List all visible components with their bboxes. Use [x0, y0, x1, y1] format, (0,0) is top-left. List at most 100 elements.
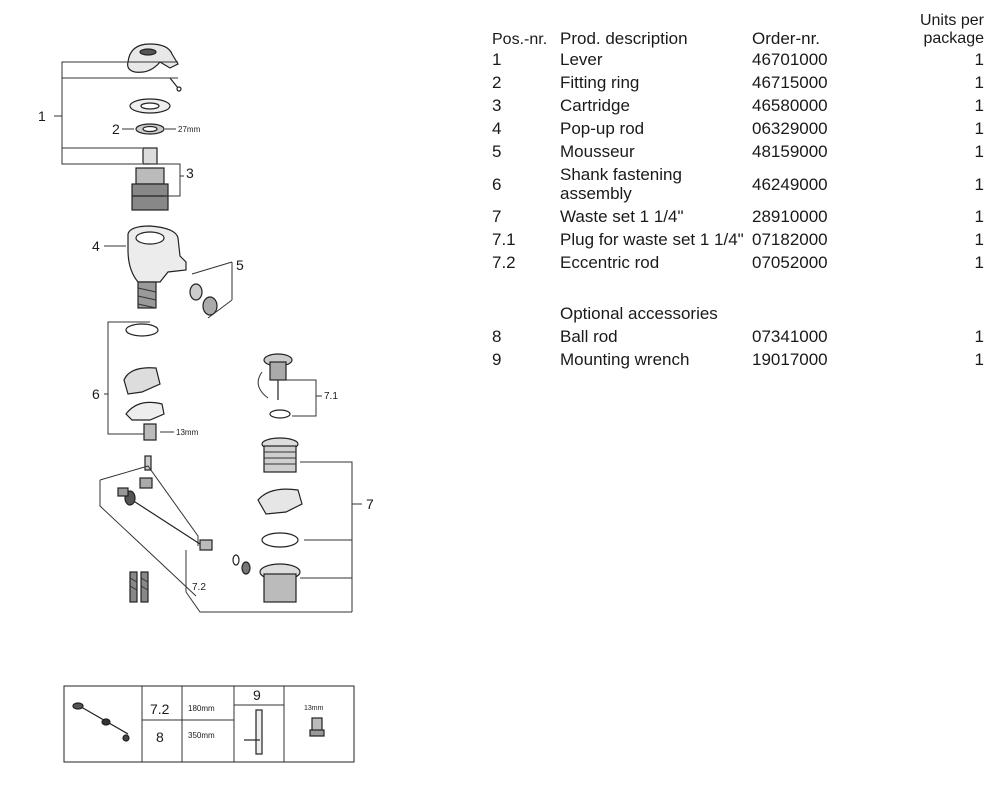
- exploded-view-diagram: 1 2 27mm 3 4 5: [38, 43, 374, 763]
- accessory-rod-len-b: 350mm: [188, 731, 215, 740]
- cell-units: 1: [974, 350, 984, 369]
- header-order: Order-nr.: [752, 29, 821, 48]
- connection-hoses-part: [129, 571, 149, 603]
- parts-list-table: Pos.-nr. Prod. description Order-nr. Uni…: [492, 12, 984, 371]
- accessory-rod-pos-b: 8: [156, 729, 164, 745]
- cell-pos: 7: [492, 207, 502, 226]
- cell-pos: 7.2: [492, 253, 516, 272]
- cell-order: 19017000: [752, 350, 828, 369]
- cell-description: Lever: [560, 50, 603, 69]
- callout-1: 1: [38, 108, 46, 124]
- waste-set-part: [257, 437, 303, 603]
- table-row: 8 Ball rod 07341000 1: [492, 325, 984, 348]
- cell-order: 46715000: [752, 73, 828, 92]
- cell-description: Plug for waste set 1 1/4": [560, 230, 744, 249]
- callout-6: 6: [92, 386, 100, 402]
- cell-order: 07182000: [752, 230, 828, 249]
- cell-description: Shank fastening assembly: [560, 165, 682, 203]
- optional-accessories-row: Optional accessories: [492, 302, 984, 325]
- accessory-rod-len-a: 180mm: [188, 704, 215, 713]
- callout-7: 7: [366, 496, 374, 512]
- cell-pos: 9: [492, 350, 502, 369]
- table-row: 9 Mounting wrench 19017000 1: [492, 348, 984, 371]
- cell-units: 1: [974, 253, 984, 272]
- cell-order: 07052000: [752, 253, 828, 272]
- plug-part: [257, 353, 293, 419]
- cell-units: 1: [974, 142, 984, 161]
- cell-units: 1: [974, 50, 984, 69]
- cartridge-part: [131, 147, 169, 211]
- wrench-icon: [244, 709, 263, 755]
- cell-units: 1: [974, 174, 984, 194]
- cover-cap-part: [129, 98, 171, 114]
- table-spacer-row: [492, 274, 984, 302]
- cell-pos: 7.1: [492, 230, 516, 249]
- cell-description: Waste set 1 1/4": [560, 207, 684, 226]
- cell-pos: 2: [492, 73, 502, 92]
- cell-units: 1: [974, 327, 984, 346]
- cell-pos: 5: [492, 142, 502, 161]
- cell-pos: 6: [492, 174, 502, 194]
- cell-units: 1: [974, 73, 984, 92]
- threaded-shank-part: [137, 281, 157, 309]
- cell-units: 1: [974, 207, 984, 226]
- cell-description: Pop-up rod: [560, 119, 645, 138]
- cell-units: 1: [974, 119, 984, 138]
- cell-order: 46701000: [752, 50, 828, 69]
- mixer-body-part: [127, 225, 187, 283]
- cell-units: 1: [974, 96, 984, 115]
- table-row: 5 Mousseur 48159000 1: [492, 140, 984, 163]
- cell-description: Fitting ring: [560, 73, 640, 92]
- lever-part: [127, 43, 182, 92]
- table-row: 1 Lever 46701000 1: [492, 48, 984, 71]
- accessory-nut-dimension: 13mm: [304, 705, 324, 712]
- cell-description: Mounting wrench: [560, 350, 690, 369]
- table-row: 7 Waste set 1 1/4" 28910000 1: [492, 205, 984, 228]
- table-row: 6 Shank fastening assembly 46249000 1: [492, 163, 984, 205]
- table-row: 3 Cartridge 46580000 1: [492, 94, 984, 117]
- cell-order: 06329000: [752, 119, 828, 138]
- cell-description: Ball rod: [560, 327, 618, 346]
- header-pos: Pos.-nr.: [492, 31, 548, 48]
- callout-3: 3: [186, 165, 194, 181]
- callout-7-2: 7.2: [192, 582, 206, 593]
- cell-units: 1: [974, 230, 984, 249]
- cell-order: 48159000: [752, 142, 828, 161]
- cell-description: Eccentric rod: [560, 253, 660, 272]
- nut-icon: [309, 717, 325, 737]
- accessory-box: [63, 685, 355, 763]
- fitting-ring-part: [135, 123, 165, 135]
- cell-order: 07341000: [752, 327, 828, 346]
- callout-5: 5: [236, 257, 244, 273]
- callout-1-leader: [54, 61, 178, 165]
- cell-pos: 3: [492, 96, 502, 115]
- cell-pos: 4: [492, 119, 502, 138]
- optional-pos-empty: [492, 302, 560, 325]
- cell-pos: 1: [492, 50, 502, 69]
- cell-order: 46249000: [752, 174, 828, 194]
- header-description: Prod. description: [560, 29, 688, 48]
- table-row: 4 Pop-up rod 06329000 1: [492, 117, 984, 140]
- accessory-rod-pos-a: 7.2: [150, 701, 170, 717]
- eccentric-rod-part: [99, 465, 251, 597]
- table-row: 7.1 Plug for waste set 1 1/4" 07182000 1: [492, 228, 984, 251]
- callout-4: 4: [92, 238, 100, 254]
- table-header-row: Pos.-nr. Prod. description Order-nr. Uni…: [492, 12, 984, 48]
- cell-order: 46580000: [752, 96, 828, 115]
- optional-accessories-heading: Optional accessories: [560, 304, 718, 323]
- table-row: 7.2 Eccentric rod 07052000 1: [492, 251, 984, 274]
- parts-list-body: 1 Lever 46701000 1 2 Fitting ring 46715000 1 3 Ca…: [492, 48, 984, 371]
- callout-7-1: 7.1: [324, 391, 338, 402]
- nut-dimension: 13mm: [176, 428, 199, 437]
- shank-fastening-part: [123, 323, 165, 471]
- mousseur-part: [189, 283, 218, 316]
- cell-description: Mousseur: [560, 142, 635, 161]
- cell-description: Cartridge: [560, 96, 630, 115]
- cell-order: 28910000: [752, 207, 828, 226]
- header-units: Units per package: [919, 12, 984, 47]
- rod-accessory-icon: [72, 702, 130, 742]
- table-row: 2 Fitting ring 46715000 1: [492, 71, 984, 94]
- accessory-wrench-pos: 9: [253, 687, 261, 703]
- cell-pos: 8: [492, 327, 502, 346]
- ring-dimension: 27mm: [178, 125, 201, 134]
